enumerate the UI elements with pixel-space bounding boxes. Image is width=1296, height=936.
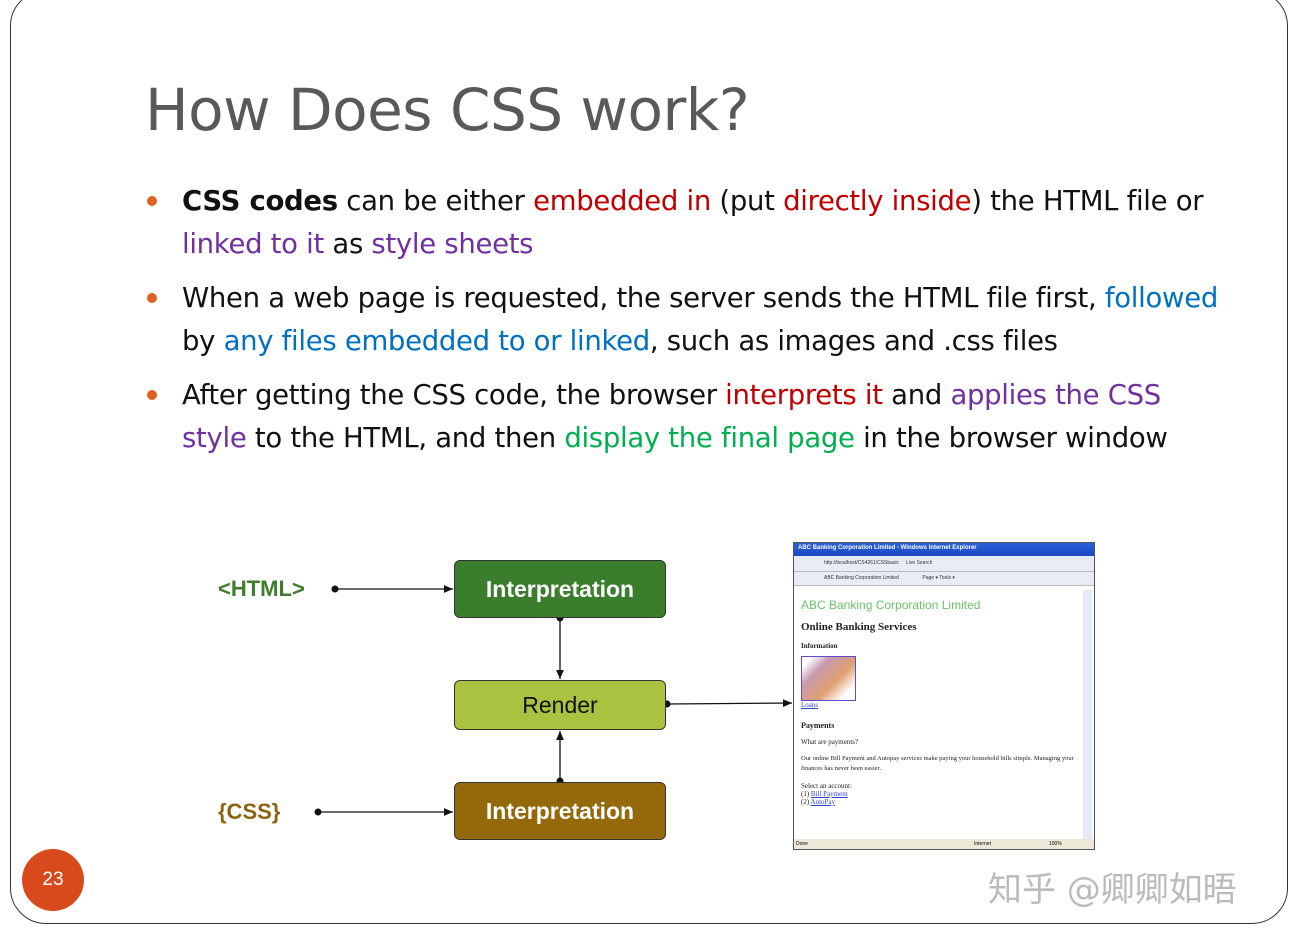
bullet-text: style sheets bbox=[371, 228, 534, 260]
payments-heading: Payments bbox=[801, 721, 835, 730]
bullet-item: CSS codes can be either embedded in (put… bbox=[145, 180, 1225, 266]
status-zone: Internet bbox=[974, 841, 991, 847]
bullet-text: applies the CSS style bbox=[182, 379, 1161, 454]
bullet-text: by bbox=[182, 325, 224, 357]
address-text: http://localhost/CS4261/CSSbasic bbox=[824, 560, 900, 566]
interpretation-html-box: Interpretation bbox=[454, 560, 666, 618]
bullet-text: interprets it bbox=[725, 379, 883, 411]
bullet-text: to the HTML, and then bbox=[246, 422, 565, 454]
option-prefix: (2) bbox=[801, 798, 811, 806]
tab-text: ABC Banking Corporation Limited bbox=[824, 575, 899, 581]
status-done: Done bbox=[796, 841, 808, 847]
site-heading: Online Banking Services bbox=[801, 621, 917, 633]
bullet-item: When a web page is requested, the server… bbox=[145, 277, 1225, 363]
bullet-text: can be either bbox=[337, 185, 534, 217]
bill-payment-link[interactable]: Bill Payment bbox=[810, 790, 848, 798]
interpretation-css-box: Interpretation bbox=[454, 782, 666, 840]
render-to-browser-arrow bbox=[666, 699, 793, 707]
bullet-text: display the final page bbox=[564, 422, 855, 454]
toolbar-text: Page ▾ Tools ▾ bbox=[922, 575, 955, 581]
bullet-text: directly inside bbox=[783, 185, 972, 217]
bullet-text: followed bbox=[1104, 282, 1218, 314]
bullet-text: any files embedded to or linked bbox=[223, 325, 651, 357]
option-prefix: (1) bbox=[801, 790, 811, 798]
bullet-text: , such as images and .css files bbox=[649, 325, 1058, 357]
render-box: Render bbox=[454, 680, 666, 730]
bullet-text: CSS codes bbox=[182, 185, 338, 217]
slide-number: 23 bbox=[22, 849, 84, 911]
bullet-text: (put bbox=[710, 185, 784, 217]
slide-title: How Does CSS work? bbox=[145, 76, 750, 144]
browser-screenshot: ABC Banking Corporation Limited - Window… bbox=[793, 542, 1095, 850]
bullet-text: linked to it bbox=[182, 228, 324, 260]
slide-frame bbox=[10, 0, 1288, 924]
css-label: {CSS} bbox=[218, 799, 281, 824]
tab-bar: ABC Banking Corporation Limited Page ▾ T… bbox=[794, 572, 1094, 586]
browser-scrollbar[interactable] bbox=[1083, 590, 1092, 839]
zoom-level: 100% bbox=[1049, 841, 1062, 847]
payments-question: What are payments? bbox=[801, 738, 859, 746]
bullet-text: as bbox=[323, 228, 372, 260]
bullet-text: in the browser window bbox=[854, 422, 1168, 454]
watermark: 知乎 @卿卿如晤 bbox=[988, 870, 1237, 910]
bullet-text: embedded in bbox=[533, 185, 711, 217]
site-title: ABC Banking Corporation Limited bbox=[801, 598, 981, 612]
bullet-text: and bbox=[882, 379, 951, 411]
bullet-text: When a web page is requested, the server… bbox=[182, 282, 1105, 314]
autopay-link[interactable]: AutoPay bbox=[810, 798, 836, 806]
bullet-item: After getting the CSS code, the browser … bbox=[145, 374, 1225, 460]
bullet-text: ) the HTML file or bbox=[971, 185, 1204, 217]
address-bar: http://localhost/CS4261/CSSbasic Live Se… bbox=[794, 556, 1094, 572]
bullet-text: After getting the CSS code, the browser bbox=[182, 379, 726, 411]
browser-content: ABC Banking Corporation Limited Online B… bbox=[797, 590, 1082, 839]
loans-link[interactable]: Loans bbox=[801, 701, 819, 709]
browser-title-bar: ABC Banking Corporation Limited - Window… bbox=[794, 543, 1094, 556]
search-text: Live Search bbox=[906, 560, 933, 566]
payments-text: Our online Bill Payment and Autopay serv… bbox=[801, 755, 1074, 772]
status-bar: Done Internet 100% bbox=[794, 839, 1094, 849]
bullet-list: CSS codes can be either embedded in (put… bbox=[145, 180, 1225, 471]
info-heading: Information bbox=[801, 642, 838, 650]
html-label: <HTML> bbox=[218, 576, 305, 601]
select-account-text: Select an account: bbox=[801, 782, 852, 790]
loans-image bbox=[801, 656, 856, 701]
